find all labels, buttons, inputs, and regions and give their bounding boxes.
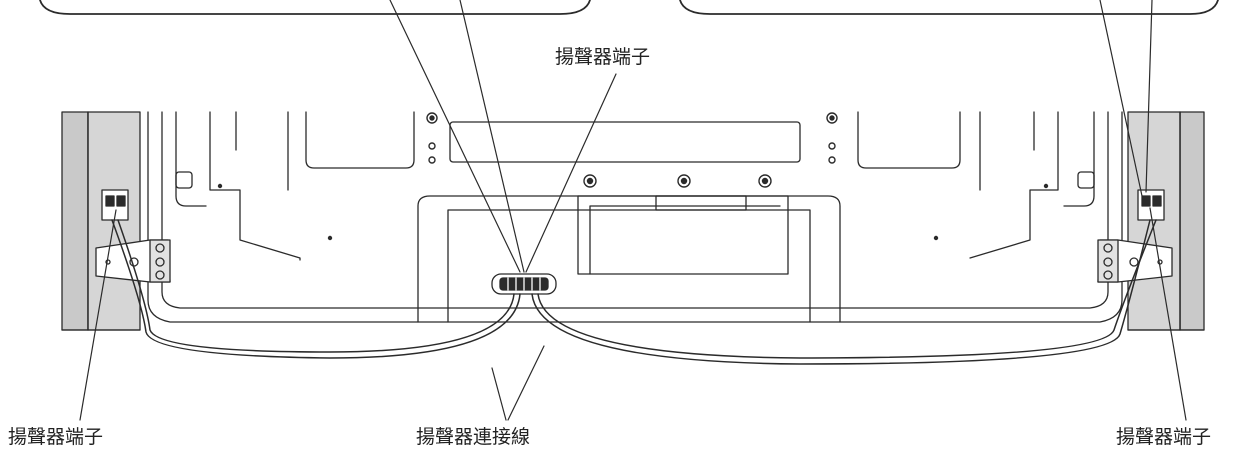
label-speaker-terminal-top: 揚聲器端子 [555, 46, 651, 68]
tv-rear-body [147, 111, 1123, 323]
left-speaker-bracket [95, 239, 171, 283]
right-speaker-bracket [1097, 239, 1173, 283]
mounting-screws [217, 112, 1049, 241]
leader-lines [79, 0, 1187, 421]
label-speaker-terminal-left: 揚聲器端子 [8, 426, 104, 448]
speaker-cables [111, 219, 1157, 365]
callout-bubble-left [39, 0, 591, 15]
label-speaker-terminal-right: 揚聲器端子 [1116, 426, 1212, 448]
label-speaker-cable: 揚聲器連接線 [416, 426, 531, 448]
center-speaker-terminal [491, 273, 557, 295]
callout-bubble-right [679, 0, 1219, 15]
right-speaker-panel [1127, 111, 1205, 331]
